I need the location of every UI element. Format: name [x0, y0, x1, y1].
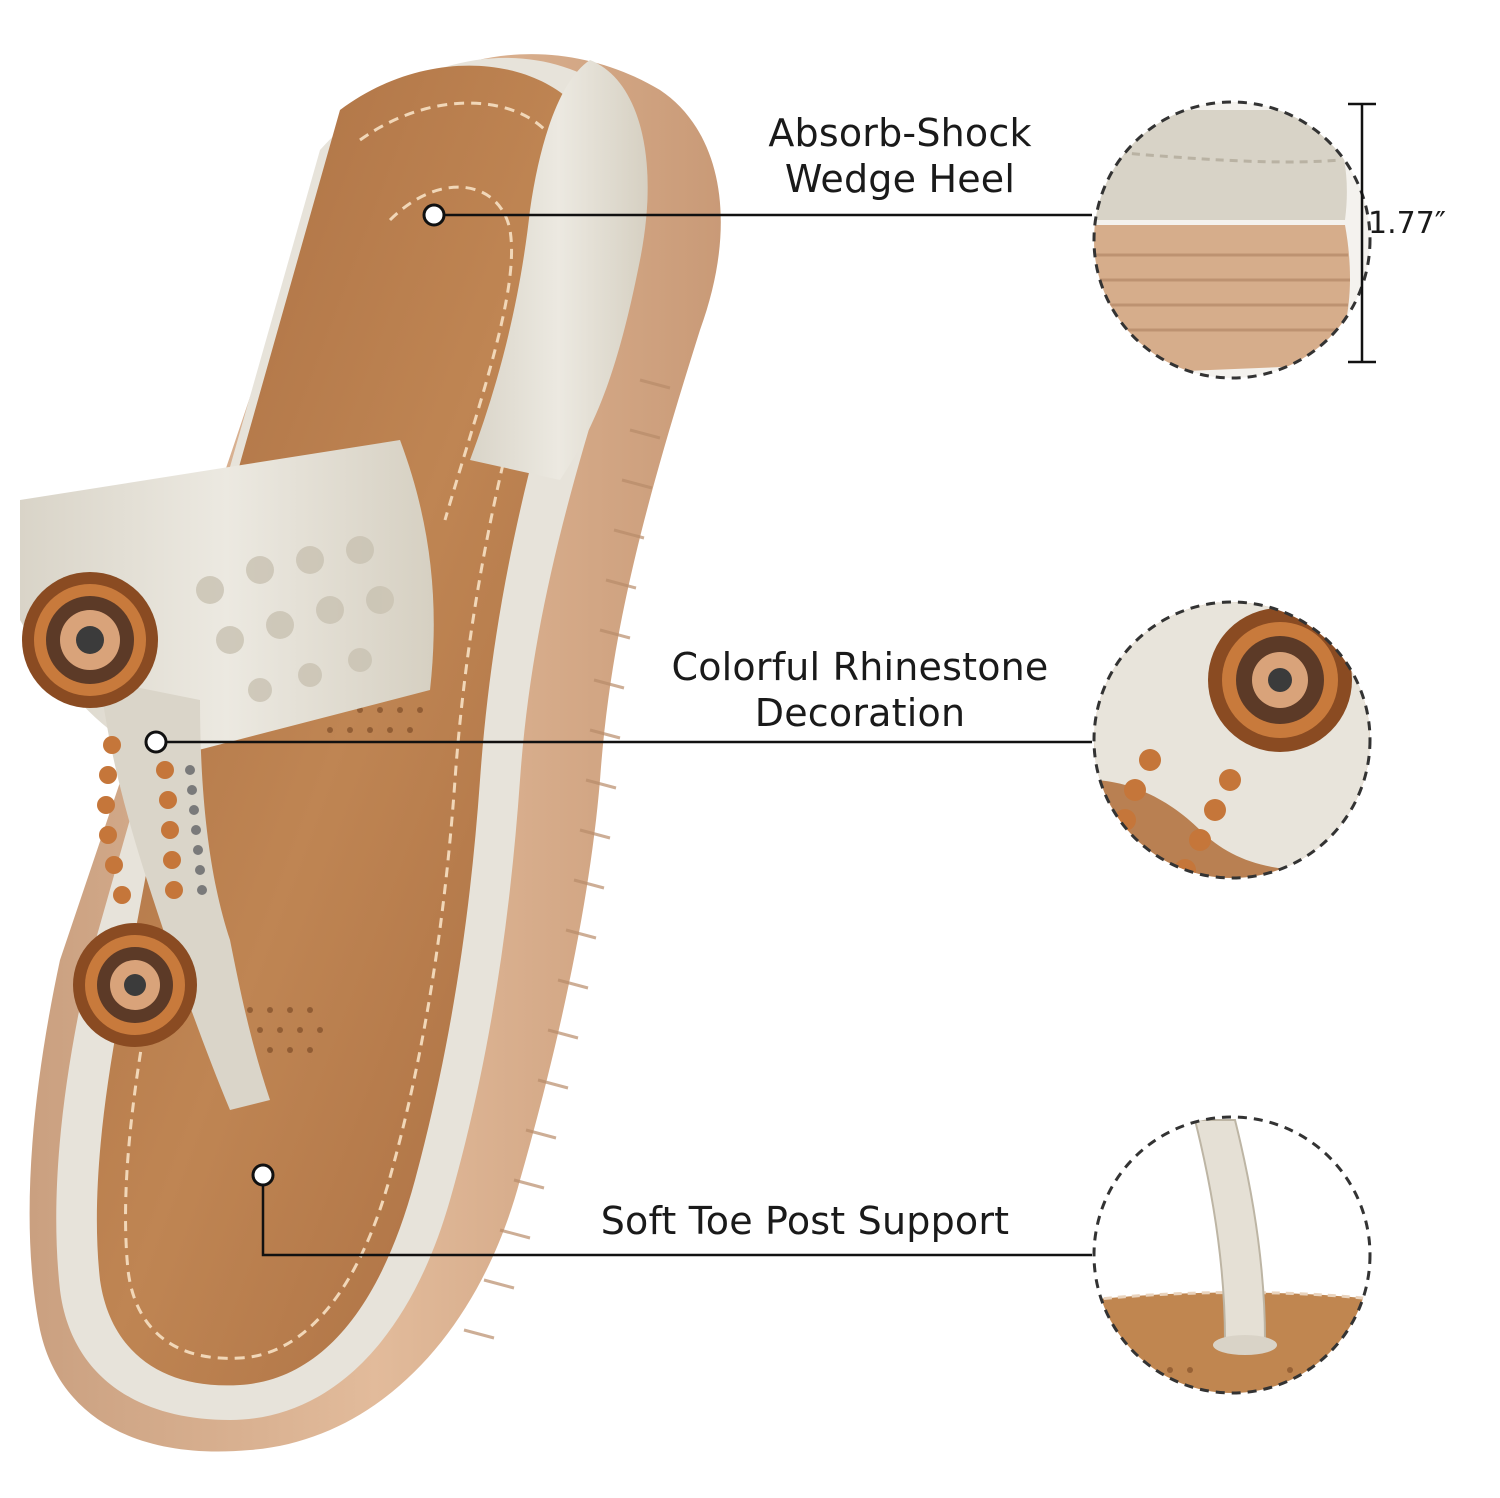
- detail-circle-toepost: [1092, 1115, 1372, 1395]
- callout-dot-rhinestone: [144, 730, 168, 754]
- feature-label-heel: Absorb-Shock Wedge Heel: [720, 110, 1080, 202]
- detail-circle-heel: [1092, 100, 1376, 380]
- rhinestone-flower-bottom: [73, 923, 197, 1047]
- feature-label-toepost: Soft Toe Post Support: [560, 1198, 1050, 1244]
- feature-heel-line2: Wedge Heel: [784, 157, 1016, 201]
- feature-rhinestone-line2: Decoration: [754, 691, 966, 735]
- callout-dot-heel: [422, 203, 446, 227]
- detail-circle-rhinestone: [1092, 600, 1372, 880]
- heel-height-measurement: 1.77″: [1368, 206, 1447, 241]
- feature-toepost-line1: Soft Toe Post Support: [600, 1199, 1010, 1243]
- callout-lines: [156, 213, 1092, 1257]
- feature-heel-line1: Absorb-Shock: [768, 111, 1032, 155]
- feature-label-rhinestone: Colorful Rhinestone Decoration: [630, 644, 1090, 736]
- feature-rhinestone-line1: Colorful Rhinestone: [671, 645, 1049, 689]
- sandal-image: [20, 54, 721, 1452]
- heel-strap: [470, 60, 648, 480]
- toe-strap: [100, 680, 270, 1110]
- callout-dots: [144, 203, 446, 1187]
- callout-dot-toepost: [251, 1163, 275, 1187]
- rhinestone-flower-top: [22, 572, 158, 708]
